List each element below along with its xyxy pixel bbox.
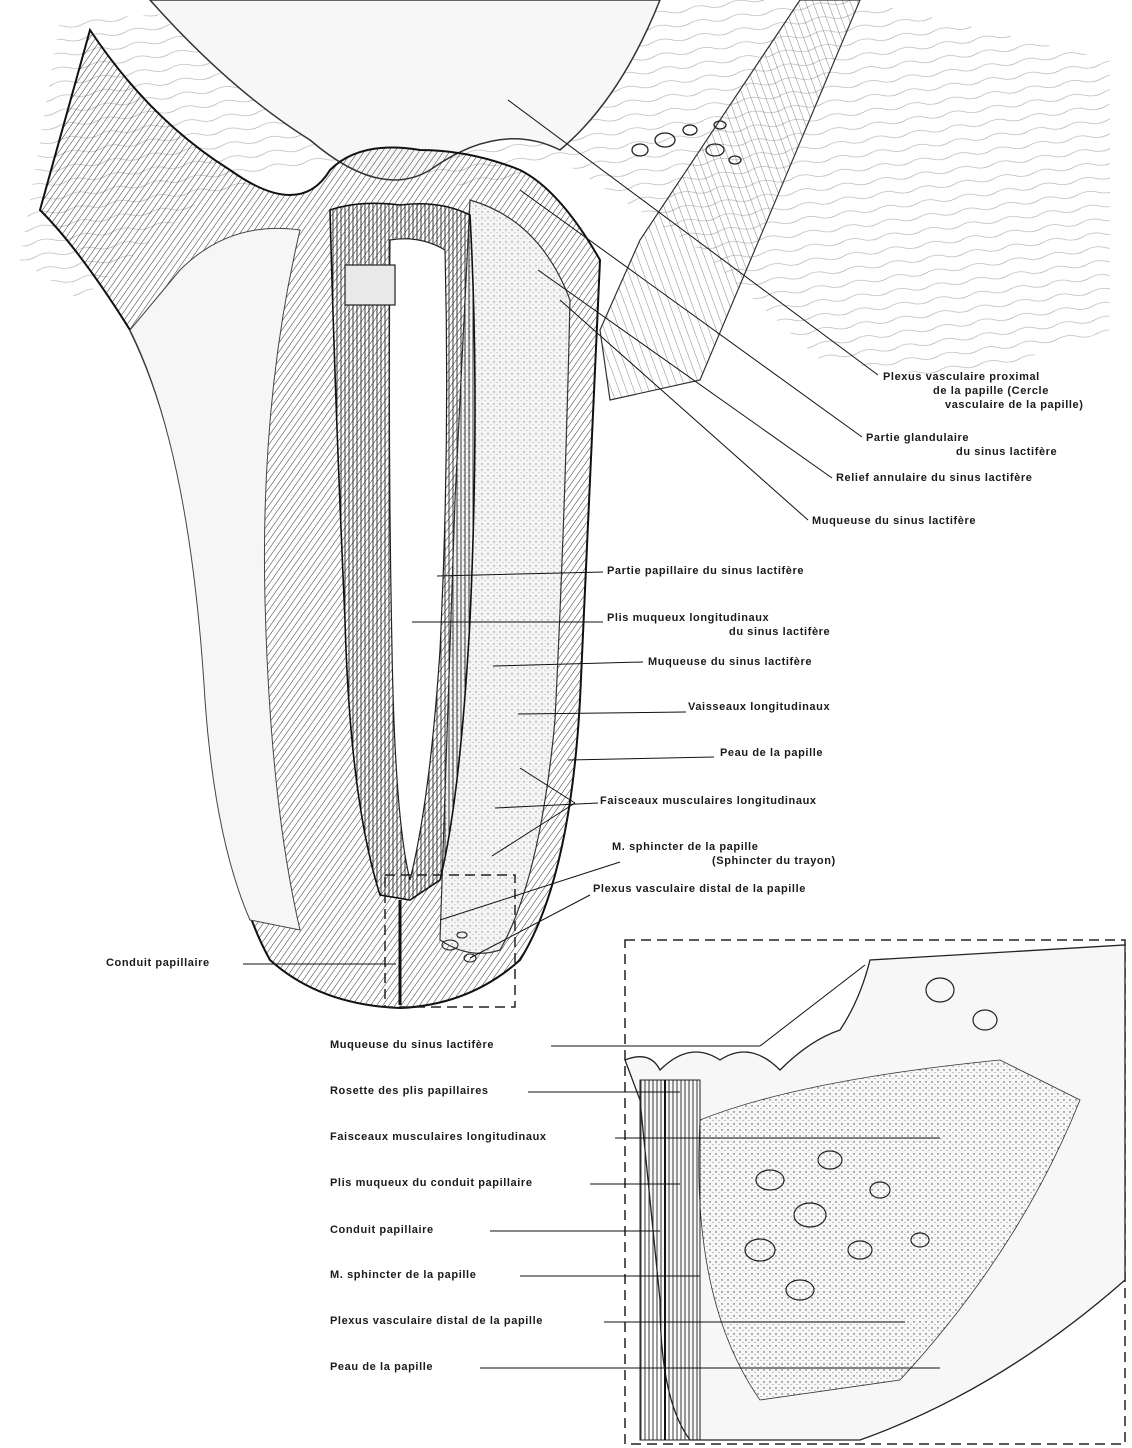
- label-line: Faisceaux musculaires longitudinaux: [330, 1130, 547, 1144]
- annular-ring: [345, 265, 395, 305]
- label-line: M. sphincter de la papille: [330, 1268, 476, 1282]
- label-conduit: Conduit papillaire: [106, 956, 210, 970]
- label-vaisseaux: Vaisseaux longitudinaux: [688, 700, 830, 714]
- inset-label-rosette: Rosette des plis papillaires: [330, 1084, 489, 1098]
- label-line: Plis muqueux longitudinaux: [607, 611, 830, 625]
- label-line: du sinus lactifère: [866, 445, 1057, 459]
- inset-label-sphincter: M. sphincter de la papille: [330, 1268, 476, 1282]
- label-line: Muqueuse du sinus lactifère: [330, 1038, 494, 1052]
- label-partie-papillaire: Partie papillaire du sinus lactifère: [607, 564, 804, 578]
- inset-label-muqueuse: Muqueuse du sinus lactifère: [330, 1038, 494, 1052]
- label-plexus-proximal: Plexus vasculaire proximal de la papille…: [883, 370, 1084, 412]
- label-relief-annulaire: Relief annulaire du sinus lactifère: [836, 471, 1032, 485]
- label-line: du sinus lactifère: [607, 625, 830, 639]
- label-peau: Peau de la papille: [720, 746, 823, 760]
- label-line: Partie papillaire du sinus lactifère: [607, 564, 804, 578]
- label-line: M. sphincter de la papille: [612, 840, 836, 854]
- label-line: Plexus vasculaire distal de la papille: [593, 882, 806, 896]
- label-line: (Sphincter du trayon): [612, 854, 836, 868]
- label-partie-glandulaire: Partie glandulaire du sinus lactifère: [866, 431, 1057, 459]
- label-line: Peau de la papille: [720, 746, 823, 760]
- inset-label-faisceaux: Faisceaux musculaires longitudinaux: [330, 1130, 547, 1144]
- label-line: Plexus vasculaire distal de la papille: [330, 1314, 543, 1328]
- inset-label-plexus-distal: Plexus vasculaire distal de la papille: [330, 1314, 543, 1328]
- label-muqueuse-top: Muqueuse du sinus lactifère: [812, 514, 976, 528]
- label-line: Peau de la papille: [330, 1360, 433, 1374]
- label-line: Conduit papillaire: [330, 1223, 434, 1237]
- label-sphincter: M. sphincter de la papille (Sphincter du…: [612, 840, 836, 868]
- label-line: Muqueuse du sinus lactifère: [648, 655, 812, 669]
- label-line: Relief annulaire du sinus lactifère: [836, 471, 1032, 485]
- label-faisceaux: Faisceaux musculaires longitudinaux: [600, 794, 817, 808]
- label-line: Plexus vasculaire proximal: [883, 370, 1084, 384]
- label-line: de la papille (Cercle: [883, 384, 1084, 398]
- label-muqueuse-mid: Muqueuse du sinus lactifère: [648, 655, 812, 669]
- label-line: Plis muqueux du conduit papillaire: [330, 1176, 533, 1190]
- inset-label-plis-conduit: Plis muqueux du conduit papillaire: [330, 1176, 533, 1190]
- label-line: Rosette des plis papillaires: [330, 1084, 489, 1098]
- label-line: Faisceaux musculaires longitudinaux: [600, 794, 817, 808]
- label-line: Partie glandulaire: [866, 431, 1057, 445]
- inset-label-peau: Peau de la papille: [330, 1360, 433, 1374]
- label-line: Vaisseaux longitudinaux: [688, 700, 830, 714]
- inset-label-conduit: Conduit papillaire: [330, 1223, 434, 1237]
- label-line: Conduit papillaire: [106, 956, 210, 970]
- label-line: vasculaire de la papille): [883, 398, 1084, 412]
- label-line: Muqueuse du sinus lactifère: [812, 514, 976, 528]
- inset-papillary-duct: [640, 1080, 700, 1440]
- label-plis-longitudinaux: Plis muqueux longitudinaux du sinus lact…: [607, 611, 830, 639]
- label-plexus-distal: Plexus vasculaire distal de la papille: [593, 882, 806, 896]
